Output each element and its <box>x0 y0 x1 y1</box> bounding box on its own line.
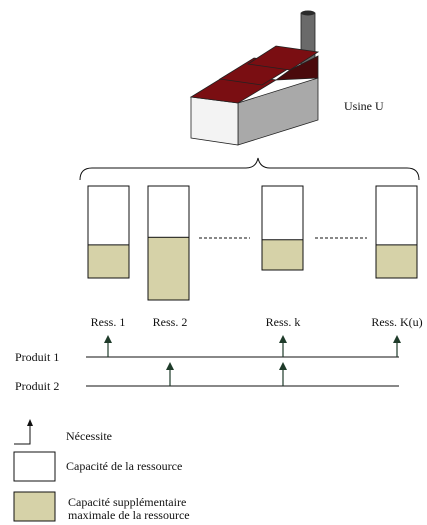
need-arrow-head <box>279 335 287 343</box>
resource-extra-capacity <box>375 244 418 279</box>
legend-needs-label: Nécessite <box>66 429 112 443</box>
legend-capacity-swatch <box>13 451 56 482</box>
legend-capacity-label: Capacité de la ressource <box>66 459 182 473</box>
factory-roof-3 <box>246 45 320 71</box>
legend-extra-swatch <box>13 491 56 522</box>
factory-roof-edge <box>274 55 319 81</box>
resource-extra-capacity <box>87 244 130 279</box>
resource-bars: Ress. 1 Ress. 2 Ress. k Ress. K(u) <box>87 185 423 329</box>
legend: Nécessite Capacité de la ressource Capac… <box>13 419 190 522</box>
brace <box>79 157 420 181</box>
resource-label: Ress. 2 <box>153 315 188 329</box>
need-arrow-head <box>393 335 401 343</box>
resource-2: Ress. 2 <box>147 185 190 329</box>
product-lines: Produit 1 Produit 2 <box>15 335 401 393</box>
resource-4: Ress. K(u) <box>371 185 423 329</box>
factory-label: Usine U <box>344 99 384 113</box>
resource-extra-capacity <box>147 236 190 301</box>
resource-label: Ress. k <box>266 315 301 329</box>
resource-3: Ress. k <box>261 185 304 329</box>
factory-icon <box>189 10 320 146</box>
legend-extra-label-line2: maximale de la ressource <box>68 508 190 522</box>
resource-label: Ress. K(u) <box>371 315 422 329</box>
legend-extra-label-line1: Capacité supplémentaire <box>68 495 186 509</box>
legend-needs-icon <box>14 424 31 445</box>
need-arrow-head <box>104 335 112 343</box>
factory-front-wall <box>190 96 239 146</box>
resource-extra-capacity <box>261 239 304 271</box>
product-label: Produit 1 <box>15 350 59 364</box>
resource-label: Ress. 1 <box>91 315 126 329</box>
resource-1: Ress. 1 <box>87 185 130 329</box>
product-1: Produit 1 <box>15 335 401 364</box>
need-arrow-head <box>166 362 174 370</box>
product-2: Produit 2 <box>15 362 399 393</box>
product-label: Produit 2 <box>15 379 59 393</box>
need-arrow-head <box>279 362 287 370</box>
legend-needs-arrowhead <box>27 419 33 426</box>
chimney-top <box>301 10 315 16</box>
